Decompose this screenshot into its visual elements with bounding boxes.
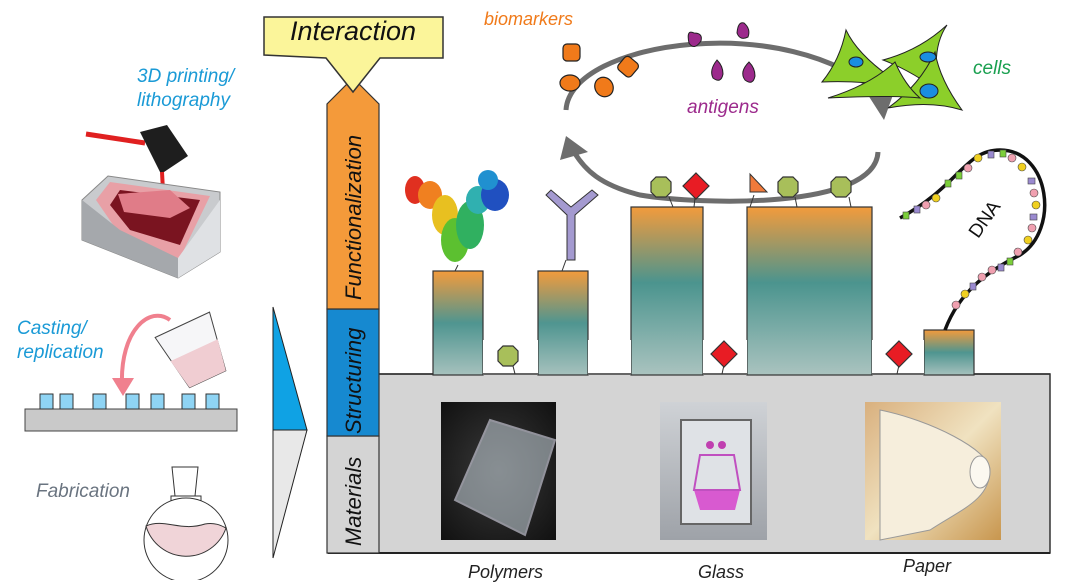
interaction-box [263,16,444,94]
fabrication-label: Fabrication [36,481,130,502]
material-label-polymers: Polymers [468,562,544,582]
antibody-shape [545,189,599,272]
cells-label: cells [973,58,1012,79]
pillar-5 [923,329,975,376]
material-label-glass: Glass [698,562,745,582]
cell-shapes [820,24,964,111]
printing-illustration [81,125,221,279]
cell-nuclei [848,51,939,99]
pillars [328,206,1050,376]
pillar-4 [746,206,873,376]
printing-label-line1: 3D printing/ [137,66,235,87]
paper-photo [865,402,1001,541]
dna-strand [899,148,1047,331]
casting-label-line1: Casting/ [17,318,87,339]
polymers-photo [441,402,557,540]
protein-structure [405,170,509,272]
interaction-label: Interaction [289,16,417,46]
printing-label-line2: lithography [137,90,230,111]
biomarkers-label: biomarkers [484,9,574,29]
octagon-ligands [497,176,852,367]
antigen-shapes [687,22,756,83]
pillar-3 [630,206,704,376]
glass-photo [660,402,767,540]
layer-stack [326,77,380,554]
triangle-ligand [749,172,769,193]
casting-illustration [24,311,238,432]
pillar-2 [537,270,589,376]
flask-illustration [143,466,229,580]
cycle-arrowhead-left [560,136,588,160]
material-label-paper: Paper [903,556,952,576]
cycle-arrowhead-right [868,92,894,120]
functionalization-layer [326,77,380,310]
pillar-1 [432,270,484,376]
dna-bases [902,149,1041,310]
materials-label: Materials [341,456,366,546]
biomarker-shapes [559,43,640,98]
antigens-label: antigens [687,97,759,118]
diamond-ligands [682,172,913,368]
casting-label-line2: replication [17,342,104,363]
functionalization-label: Functionalization [341,134,366,300]
structuring-label: Structuring [341,327,366,434]
structuring-layer [326,308,380,437]
progress-wedge [272,306,308,559]
materials-layer [326,435,380,554]
